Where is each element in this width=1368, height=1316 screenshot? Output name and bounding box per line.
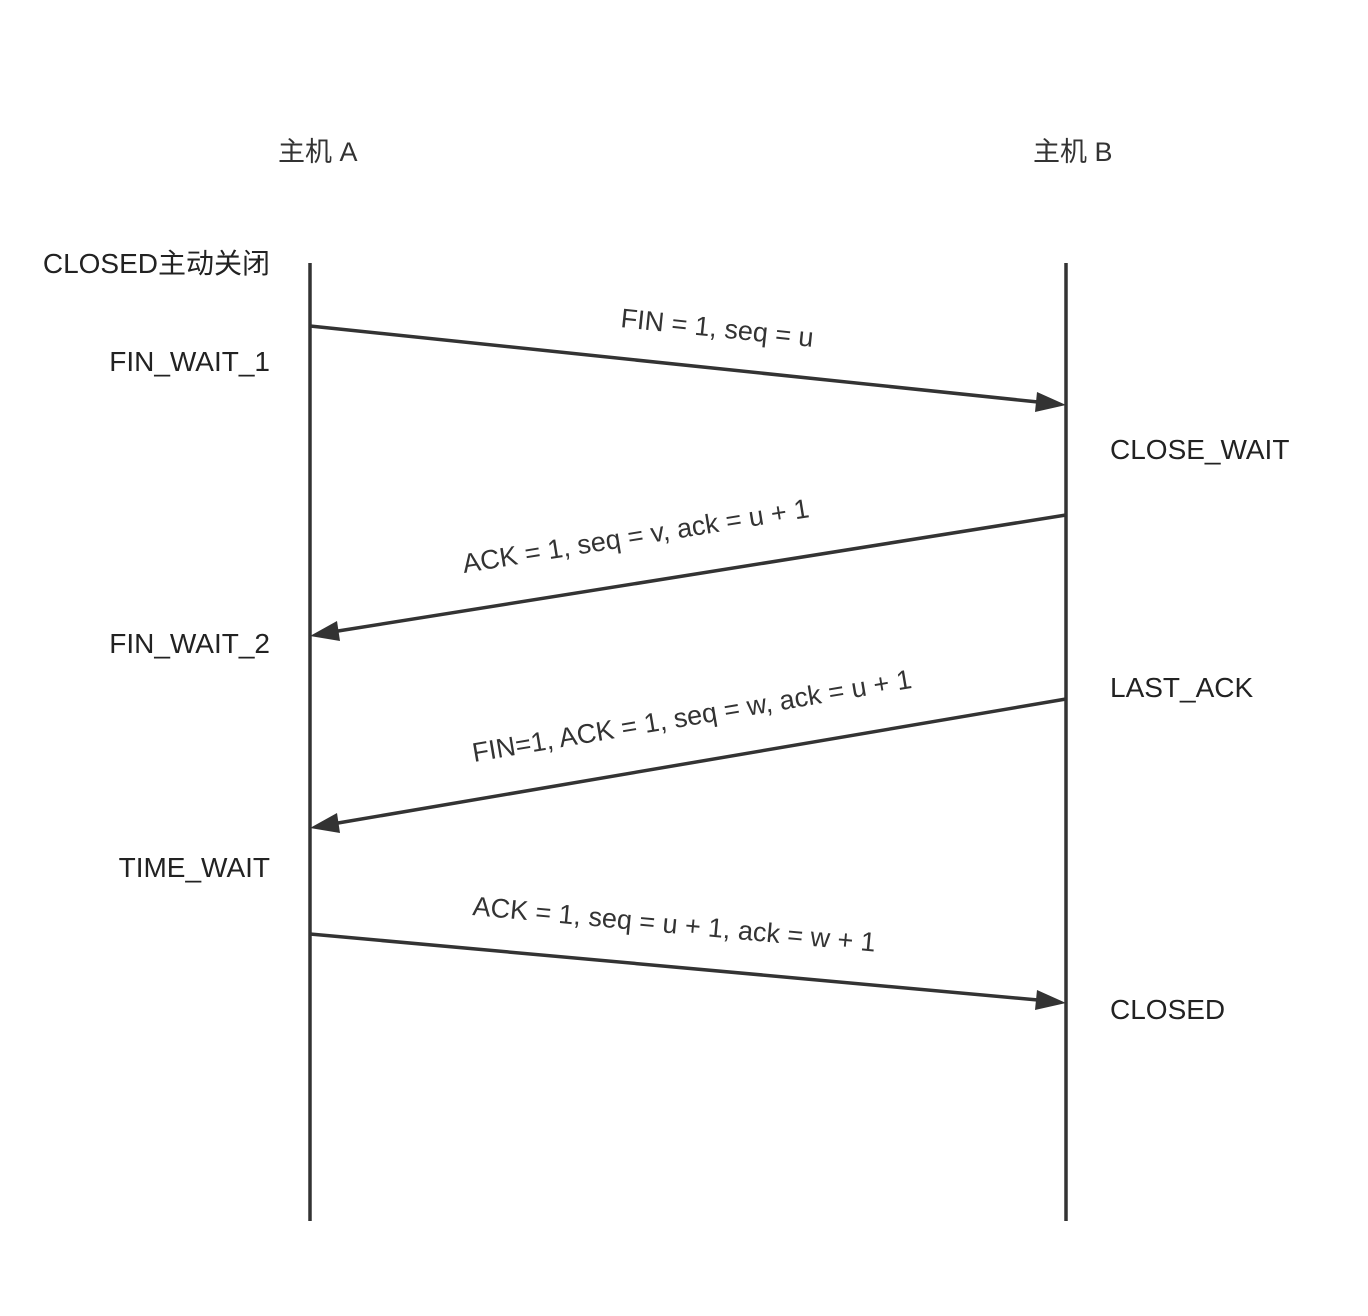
message-fin-ack-label: FIN=1, ACK = 1, seq = w, ack = u + 1 [470, 664, 914, 768]
message-ack-2: ACK = 1, seq = u + 1, ack = w + 1 [309, 891, 1066, 1010]
state-b-close-wait: CLOSE_WAIT [1110, 434, 1289, 465]
message-ack-2-label: ACK = 1, seq = u + 1, ack = w + 1 [471, 891, 877, 958]
message-ack-1-arrow [337, 513, 1067, 633]
message-fin-arrowhead [1035, 392, 1066, 412]
message-ack-1-arrowhead [310, 621, 340, 641]
state-a-closed-active-close: CLOSED主动关闭 [43, 248, 270, 279]
host-a-label: 主机 A [278, 137, 358, 167]
message-fin: FIN = 1, seq = u [309, 303, 1066, 412]
message-fin-ack-arrow [337, 697, 1067, 825]
state-b-closed: CLOSED [1110, 994, 1225, 1025]
message-fin-ack-arrowhead [310, 813, 340, 833]
state-a-time-wait: TIME_WAIT [119, 852, 270, 883]
message-fin-arrow [309, 324, 1039, 404]
state-b-last-ack: LAST_ACK [1110, 672, 1253, 703]
host-b-label: 主机 B [1033, 137, 1113, 167]
message-ack-2-arrowhead [1035, 990, 1066, 1010]
state-a-fin-wait-1: FIN_WAIT_1 [109, 346, 270, 377]
message-ack-2-arrow [309, 932, 1039, 1002]
state-a-fin-wait-2: FIN_WAIT_2 [109, 628, 270, 659]
message-fin-ack: FIN=1, ACK = 1, seq = w, ack = u + 1 [310, 664, 1067, 833]
message-fin-label: FIN = 1, seq = u [619, 303, 815, 353]
message-ack-1: ACK = 1, seq = v, ack = u + 1 [310, 493, 1067, 641]
message-ack-1-label: ACK = 1, seq = v, ack = u + 1 [460, 493, 811, 579]
